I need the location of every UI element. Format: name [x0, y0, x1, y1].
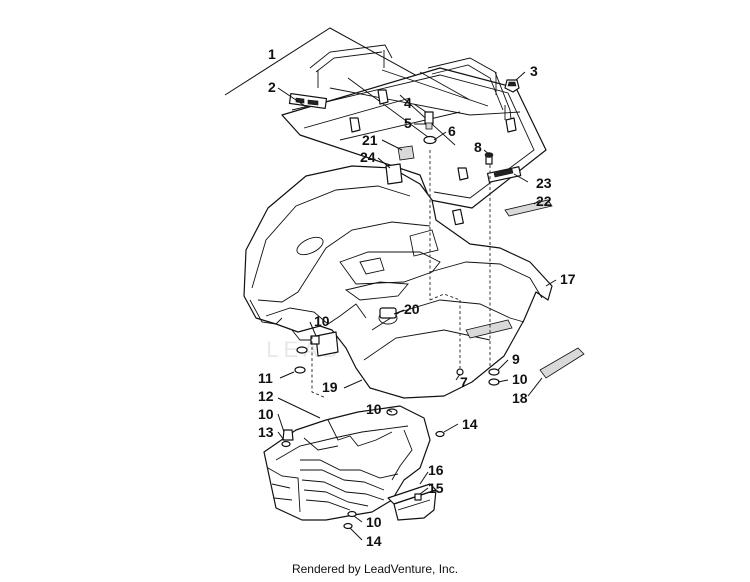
callout-20: 20: [404, 301, 420, 317]
callout-10-lower: 10: [366, 514, 382, 530]
rack-hardware: [423, 79, 520, 165]
step-plate: [387, 483, 437, 521]
callout-7: 7: [460, 374, 468, 390]
callout-11: 11: [258, 370, 273, 386]
callout-21: 21: [362, 132, 378, 148]
decals: [315, 145, 585, 379]
callout-18: 18: [512, 390, 528, 406]
assembly-lines: [311, 150, 491, 399]
callout-8: 8: [474, 139, 482, 155]
callout-14-lower: 14: [366, 533, 382, 549]
callout-10-right: 10: [512, 371, 528, 387]
rear-fender: [243, 165, 553, 399]
callout-10-upper: 10: [314, 313, 330, 329]
callout-22: 22: [536, 193, 552, 209]
callout-3: 3: [530, 63, 538, 79]
leader-lines: [277, 71, 557, 541]
callout-16: 16: [428, 462, 444, 478]
callout-labels: 1 2 3 4 5 6 8 21 24 23 22 17 20 10 9 10 …: [258, 46, 576, 549]
callout-6: 6: [448, 123, 456, 139]
callout-10-mid: 10: [366, 401, 382, 417]
callout-17: 17: [560, 271, 576, 287]
callout-4: 4: [404, 95, 412, 111]
rear-rack: [224, 27, 547, 209]
callout-19: 19: [322, 379, 338, 395]
callout-9: 9: [512, 351, 520, 367]
callout-15: 15: [428, 480, 444, 496]
callout-13: 13: [258, 424, 274, 440]
callout-2: 2: [268, 79, 276, 95]
callout-24: 24: [360, 149, 376, 165]
callout-23: 23: [536, 175, 552, 191]
callout-1: 1: [268, 46, 276, 62]
fasteners: [281, 335, 500, 530]
callout-10-left: 10: [258, 406, 274, 422]
callout-5: 5: [404, 115, 412, 131]
callout-12: 12: [258, 388, 274, 404]
footwell: [263, 405, 431, 521]
callout-14-upper: 14: [462, 416, 478, 432]
footer-credit: Rendered by LeadVenture, Inc.: [291, 562, 459, 576]
